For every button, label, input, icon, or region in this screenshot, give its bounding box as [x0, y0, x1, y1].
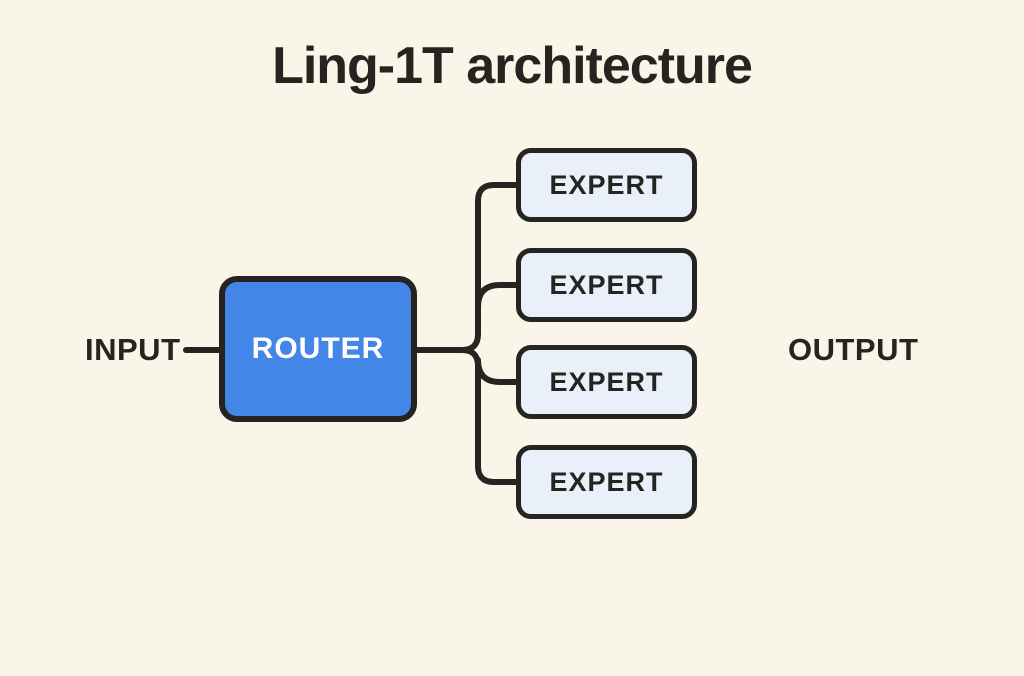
- branch-expert-3-line: [475, 357, 521, 385]
- expert-node-label: EXPERT: [549, 366, 664, 397]
- output-label: OUTPUT: [788, 332, 919, 367]
- branch-expert-1-line: [459, 182, 521, 353]
- expert-node-label: EXPERT: [549, 169, 664, 200]
- input-label: INPUT: [85, 332, 181, 367]
- branch-expert-2-line: [475, 282, 521, 310]
- expert-node-1: EXPERT: [516, 148, 697, 222]
- expert-node-label: EXPERT: [549, 466, 664, 497]
- expert-node-3: EXPERT: [516, 345, 697, 419]
- router-node: ROUTER: [219, 276, 417, 422]
- page-title: Ling-1T architecture: [272, 37, 753, 95]
- router-node-label: ROUTER: [251, 332, 385, 365]
- expert-node-2: EXPERT: [516, 248, 697, 322]
- expert-node-4: EXPERT: [516, 445, 697, 519]
- expert-node-label: EXPERT: [549, 269, 664, 300]
- branch-expert-4-line: [459, 347, 521, 485]
